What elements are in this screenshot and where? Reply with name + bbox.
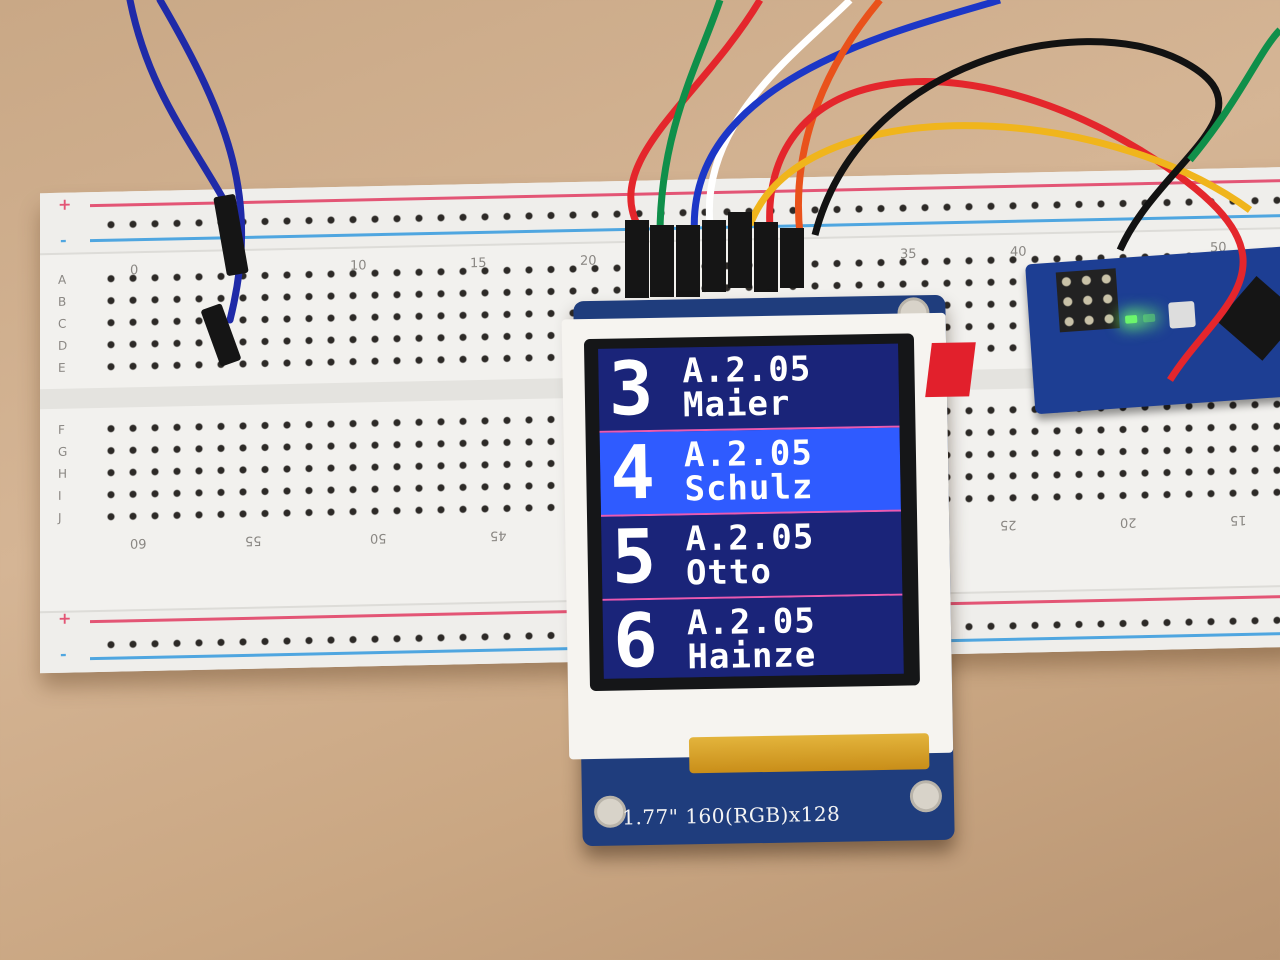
wire-white <box>705 0 853 226</box>
dupont-connector <box>780 228 804 288</box>
wire-red-1 <box>627 0 764 232</box>
dupont-connector <box>702 220 726 292</box>
row-number: 3 <box>608 345 655 433</box>
dupont-connector <box>650 225 674 297</box>
dupont-connector <box>625 220 649 298</box>
display-row: 3 A.2.05 Maier <box>598 343 900 433</box>
display-row-selected: 4 A.2.05 Schulz <box>599 427 901 517</box>
dupont-connector <box>754 222 778 292</box>
wire-blue-left-1 <box>126 0 244 234</box>
wire-blue <box>690 0 1002 241</box>
wire-green <box>656 0 724 236</box>
pcb-silkscreen-label: 1.77" 160(RGB)x128 <box>622 801 841 830</box>
wire-orange <box>794 0 883 236</box>
display-row: 5 A.2.05 Otto <box>601 511 903 601</box>
wire-red-2 <box>766 78 1247 382</box>
display-row: 6 A.2.05 Hainze <box>602 595 904 679</box>
wire-black <box>811 38 1223 252</box>
dupont-connector <box>728 212 752 288</box>
row-number: 5 <box>610 513 658 601</box>
display-bezel: 3 A.2.05 Maier 4 A.2.05 Schulz 5 A.2.05 … <box>583 333 921 692</box>
person-name: Schulz <box>684 467 814 510</box>
person-name: Otto <box>685 551 773 594</box>
protective-film-tab <box>925 342 976 398</box>
lcd-screen: 3 A.2.05 Maier 4 A.2.05 Schulz 5 A.2.05 … <box>598 343 904 679</box>
wire-blue-left-2 <box>156 0 246 324</box>
flex-cable <box>688 733 930 774</box>
row-number: 6 <box>612 597 659 679</box>
wire-green-right <box>1187 27 1280 163</box>
dupont-connector <box>213 194 249 276</box>
display-frame: 3 A.2.05 Maier 4 A.2.05 Schulz 5 A.2.05 … <box>561 312 976 774</box>
header-connectors <box>201 194 804 367</box>
dupont-connector <box>201 303 241 367</box>
person-name: Maier <box>682 383 791 426</box>
row-number: 4 <box>609 429 656 517</box>
mounting-hole <box>909 779 943 813</box>
dupont-connector <box>676 225 700 297</box>
tft-display-module: 1.77" 160(RGB)x128 3 A.2.05 Maier 4 A.2.… <box>543 294 984 849</box>
person-name: Hainze <box>687 635 817 678</box>
